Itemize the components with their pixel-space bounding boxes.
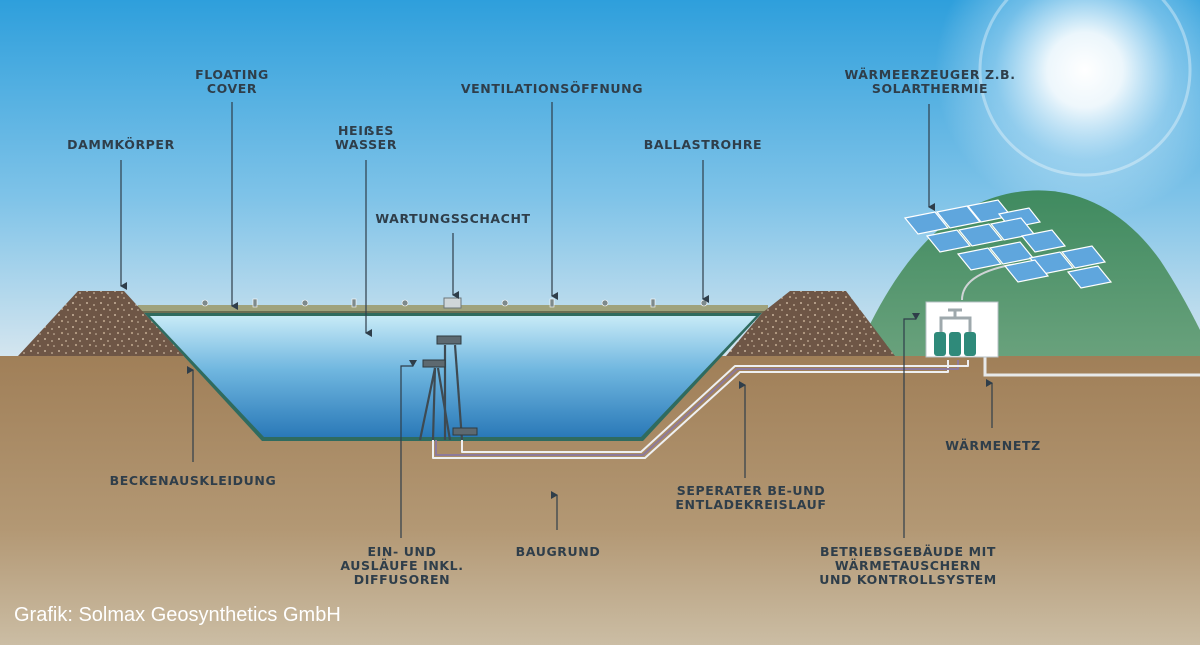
label-ballastrohre: BALLASTROHRE bbox=[643, 137, 763, 152]
label-waermeerzeuger: WÄRMEERZEUGER Z.B. SOLARTHERMIE bbox=[844, 67, 1016, 96]
charge-pipes bbox=[432, 360, 969, 459]
right-dam bbox=[726, 291, 895, 356]
image-credit: Grafik: Solmax Geosynthetics GmbH bbox=[14, 604, 341, 626]
label-ein-auslaeufe: EIN- UND AUSLÄUFE INKL. DIFFUSOREN bbox=[340, 544, 464, 587]
diffuser-heads bbox=[422, 335, 478, 436]
label-beckenauskleidung: BECKENAUSKLEIDUNG bbox=[109, 473, 277, 488]
label-heisses-wasser: HEIẞES WASSER bbox=[334, 123, 398, 152]
diffuser-structure bbox=[418, 344, 464, 441]
arrow-ein-auslaeufe bbox=[400, 360, 417, 538]
leader-arrows bbox=[120, 102, 993, 538]
label-dammkoerper: DAMMKÖRPER bbox=[67, 137, 175, 152]
label-wartungsschacht: WARTUNGSSCHACHT bbox=[375, 211, 531, 226]
maintenance-shaft bbox=[443, 297, 462, 309]
label-baugrund: BAUGRUND bbox=[515, 544, 601, 559]
label-seperater-kreislauf: SEPERATER BE-UND ENTLADEKREISLAUF bbox=[675, 483, 827, 512]
heat-exchangers bbox=[934, 308, 976, 356]
label-waermenetz: WÄRMENETZ bbox=[945, 438, 1041, 453]
district-heating-pipe bbox=[983, 356, 1200, 377]
label-betriebsgebaeude: BETRIEBSGEBÄUDE MIT WÄRMETAUSCHERN UND K… bbox=[819, 544, 997, 587]
solar-panels bbox=[903, 199, 1113, 289]
sun bbox=[935, 0, 1200, 220]
left-dam bbox=[18, 291, 184, 356]
sun-halo bbox=[978, 0, 1192, 177]
arrow-betriebsgebaeude bbox=[903, 313, 920, 538]
water bbox=[150, 316, 756, 437]
floating-cover-edge bbox=[138, 311, 768, 313]
label-floating-cover: FLOATING COVER bbox=[195, 67, 269, 96]
label-ventilationsoeffnung: VENTILATIONSÖFFNUNG bbox=[460, 81, 644, 96]
